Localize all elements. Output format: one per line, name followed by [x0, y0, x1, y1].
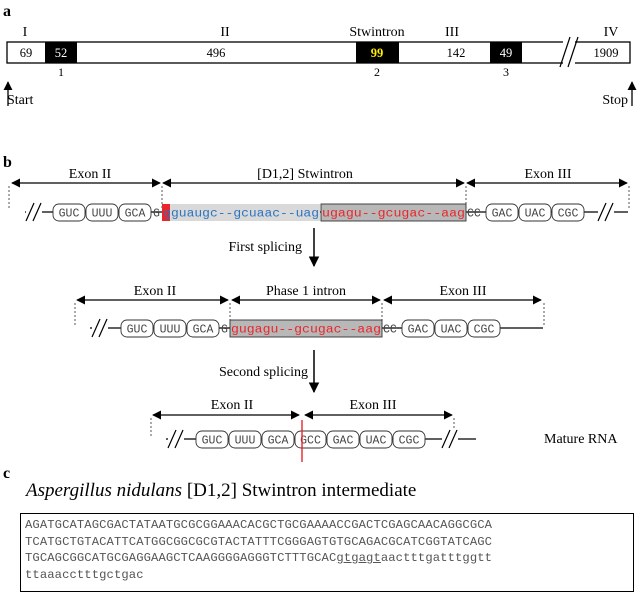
start-label: Start — [7, 93, 34, 108]
species-name: Aspergillus nidulans — [26, 480, 183, 501]
row2-codon-uuu: UUU — [160, 324, 181, 337]
row2-red-seq: gugagu--gcugac--aag — [231, 324, 381, 337]
row1-stwintron-label: [D1,2] Stwintron — [257, 167, 353, 182]
first-splicing-label: First splicing — [228, 240, 302, 255]
row1-red-seq: ugagu--gcugac--aag — [322, 208, 465, 221]
segment-52: 52 — [55, 46, 68, 60]
row1-exon-right-label: Exon III — [524, 167, 571, 182]
row2-exon-left-label: Exon II — [134, 284, 177, 299]
row1: Exon II [D1,2] Stwintron Exon III GUC UU… — [8, 167, 630, 222]
row2-cc: CC — [383, 324, 397, 337]
intron-number-1: 1 — [58, 65, 64, 79]
segment-69: 69 — [20, 46, 33, 60]
second-splicing-label: Second splicing — [219, 365, 308, 380]
row3-codon-gca: GCA — [268, 435, 289, 448]
row3-codon-uac: UAC — [366, 435, 387, 448]
row1-cc: CC — [467, 208, 481, 221]
row2-codon-gca: GCA — [193, 324, 214, 337]
row2-g-left: G — [221, 324, 228, 337]
row2-codon-gcu: GUC — [127, 324, 148, 337]
seq-line-4: ttaaacctttgctgac — [25, 567, 144, 582]
stop-label: Stop — [602, 93, 628, 108]
row1-codon-uuu: UUU — [92, 208, 113, 221]
seq-line-3-tail: aactttgatttggtt — [380, 551, 493, 565]
segment-99: 99 — [371, 46, 384, 60]
row3: Exon II Exon III GUC UUU GCA GCC GAC UAC — [150, 398, 618, 462]
segment-1909: 1909 — [594, 46, 619, 60]
row1-codon-gca: GCA — [125, 208, 146, 221]
seq-line-3-upper: TGCAGCGGCATGCGAGGAAGCTCAAGGGGAGGGTCTTTGC… — [25, 551, 337, 565]
seq-line-3: TGCAGCGGCATGCGAGGAAGCTCAAGGGGAGGGTCTTTGC… — [25, 550, 629, 567]
intron-number-3: 3 — [503, 65, 509, 79]
sequence-box: AGATGCATAGCGACTATAATGCGCGGAAACACGCTGCGAA… — [20, 513, 634, 592]
region-label-i: I — [23, 25, 28, 40]
segment-142: 142 — [447, 46, 466, 60]
row3-codon-cgc: CGC — [399, 435, 420, 448]
row3-exon-left-label: Exon II — [211, 398, 254, 413]
row1-g-box: g — [164, 208, 171, 221]
row1-codon-uac: UAC — [525, 208, 546, 221]
row2-codon-uac: UAC — [441, 324, 462, 337]
intron-1-box — [45, 42, 77, 63]
row3-codon-uuu: UUU — [235, 435, 256, 448]
region-label-ii: II — [220, 25, 230, 40]
region-label-iii: III — [445, 25, 459, 40]
intron-number-2: 2 — [374, 65, 380, 79]
mature-rna-label: Mature RNA — [544, 432, 618, 447]
region-label-stwintron: Stwintron — [349, 25, 404, 40]
segment-496: 496 — [207, 46, 226, 60]
row2-exon-right-label: Exon III — [439, 284, 486, 299]
row2-intron-label: Phase 1 intron — [266, 284, 346, 299]
sequence-title: Aspergillus nidulans [D1,2] Stwintron in… — [26, 480, 416, 502]
title-rest: [D1,2] Stwintron intermediate — [182, 480, 417, 501]
gene-bar — [6, 36, 631, 68]
row1-g-left: G — [153, 208, 160, 221]
row1-blue-seq: guaugc--gcuaac--uag — [171, 208, 319, 221]
panel-a-label: a — [3, 3, 11, 20]
region-label-iv: IV — [604, 25, 619, 40]
row1-codon-gcu: GUC — [59, 208, 80, 221]
intron-3-box — [490, 42, 522, 63]
row2-codon-gac: GAC — [408, 324, 429, 337]
row3-junction-codon: GCC — [300, 435, 321, 448]
row1-exon-left-label: Exon II — [69, 167, 112, 182]
row2: Exon II Phase 1 intron Exon III GUC UUU … — [74, 284, 545, 338]
seq-donor-site: gtgagt — [336, 551, 381, 565]
seq-line-2: TCATGCTGTACATTCATGGCGGCGCGTACTATTTCGGGAG… — [25, 534, 493, 549]
row1-codon-gac: GAC — [492, 208, 513, 221]
row3-codon-gcu: GUC — [202, 435, 223, 448]
row3-codon-gac: GAC — [333, 435, 354, 448]
segment-49: 49 — [500, 46, 513, 60]
seq-line-1: AGATGCATAGCGACTATAATGCGCGGAAACACGCTGCGAA… — [25, 518, 493, 532]
panel-b-label: b — [3, 154, 12, 171]
row3-exon-right-label: Exon III — [349, 398, 396, 413]
stwintron-box — [356, 42, 399, 63]
row2-codon-cgc: CGC — [474, 324, 495, 337]
row1-codon-cgc: CGC — [558, 208, 579, 221]
panel-c-label: c — [3, 465, 10, 482]
